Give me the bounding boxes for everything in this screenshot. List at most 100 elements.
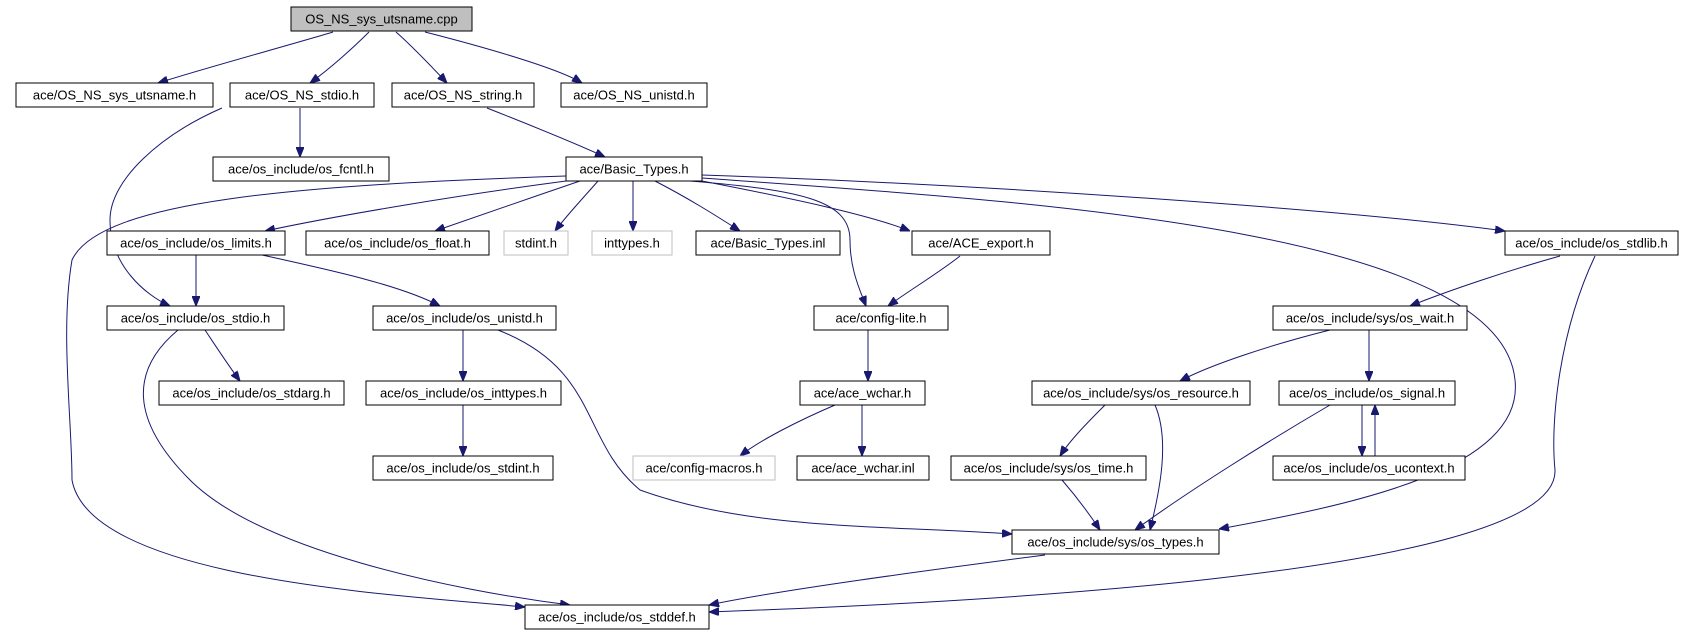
node-n_os_unistd[interactable]: ace/os_include/os_unistd.h bbox=[372, 305, 557, 331]
node-n_os_fcntl[interactable]: ace/os_include/os_fcntl.h bbox=[212, 156, 390, 182]
node-n_sys_resource[interactable]: ace/os_include/sys/os_resource.h bbox=[1031, 380, 1251, 406]
nodes-layer: OS_NS_sys_utsname.cpp ace/OS_NS_sys_utsna… bbox=[15, 6, 1679, 630]
edge-n_basic_types-to-n_os_stdlib bbox=[701, 174, 1505, 231]
node-n_basic_types_inl[interactable]: ace/Basic_Types.inl bbox=[695, 230, 841, 256]
node-box bbox=[524, 604, 710, 630]
node-n_sys_wait[interactable]: ace/os_include/sys/os_wait.h bbox=[1272, 305, 1468, 331]
node-label: ace/Basic_Types.h bbox=[579, 162, 688, 177]
node-n_ace_wchar_inl[interactable]: ace/ace_wchar.inl bbox=[796, 455, 930, 481]
node-label: ace/os_include/os_limits.h bbox=[120, 236, 272, 251]
node-box bbox=[1278, 380, 1456, 406]
edge-n_ace_wchar-to-n_config_macros bbox=[740, 404, 836, 456]
edge-n_os_limits-to-n_os_unistd bbox=[261, 254, 440, 306]
edge-n_os_stdlib-to-n_os_stddef bbox=[709, 255, 1596, 612]
node-box bbox=[950, 455, 1147, 481]
node-label: ace/os_include/os_stdlib.h bbox=[1515, 236, 1668, 251]
node-box bbox=[229, 82, 375, 108]
edge-n_ns_stdio-to-n_os_stdio bbox=[109, 107, 223, 306]
node-box bbox=[813, 305, 949, 331]
edge-n_basic_types-to-n_os_float bbox=[435, 180, 581, 231]
node-label: ace/config-lite.h bbox=[835, 311, 926, 326]
node-n_os_stdio[interactable]: ace/os_include/os_stdio.h bbox=[106, 305, 285, 331]
node-box bbox=[365, 380, 562, 406]
node-box bbox=[372, 455, 554, 481]
edge-root-to-n_ns_string bbox=[395, 31, 447, 83]
node-box bbox=[632, 455, 776, 481]
node-n_os_signal[interactable]: ace/os_include/os_signal.h bbox=[1278, 380, 1456, 406]
node-n_os_float[interactable]: ace/os_include/os_float.h bbox=[305, 230, 490, 256]
node-box bbox=[1504, 230, 1679, 256]
node-n_inttypes: inttypes.h bbox=[591, 230, 673, 256]
edge-n_os_stdio-to-n_os_stdarg bbox=[204, 329, 240, 381]
node-label: ace/OS_NS_unistd.h bbox=[573, 88, 694, 103]
node-label: ace/ACE_export.h bbox=[928, 236, 1034, 251]
edge-n_ns_string-to-n_basic_types bbox=[486, 107, 605, 157]
edges-layer bbox=[66, 31, 1596, 612]
edge-n_os_signal-to-n_sys_types bbox=[1135, 404, 1331, 530]
node-box bbox=[158, 380, 345, 406]
node-box bbox=[695, 230, 841, 256]
node-label: ace/os_include/os_inttypes.h bbox=[380, 386, 547, 401]
node-label: ace/os_include/os_stdint.h bbox=[386, 461, 539, 476]
edge-n_basic_types-to-n_stdint bbox=[555, 180, 599, 231]
node-n_ace_export[interactable]: ace/ACE_export.h bbox=[911, 230, 1051, 256]
node-box bbox=[212, 156, 390, 182]
node-n_sys_utsname[interactable]: ace/OS_NS_sys_utsname.h bbox=[15, 82, 214, 108]
edge-n_ace_export-to-n_config_lite bbox=[888, 255, 961, 306]
node-n_config_lite[interactable]: ace/config-lite.h bbox=[813, 305, 949, 331]
edge-root-to-n_sys_utsname bbox=[158, 31, 334, 83]
edge-n_basic_types-to-n_sys_types bbox=[701, 177, 1516, 529]
node-n_ns_string[interactable]: ace/OS_NS_string.h bbox=[391, 82, 535, 108]
node-box bbox=[503, 230, 569, 256]
node-n_os_stdint[interactable]: ace/os_include/os_stdint.h bbox=[372, 455, 554, 481]
node-n_os_stdarg[interactable]: ace/os_include/os_stdarg.h bbox=[158, 380, 345, 406]
node-label: ace/ace_wchar.h bbox=[814, 386, 912, 401]
node-label: ace/OS_NS_sys_utsname.h bbox=[33, 88, 196, 103]
node-n_os_limits[interactable]: ace/os_include/os_limits.h bbox=[106, 230, 286, 256]
node-label: ace/config-macros.h bbox=[645, 461, 762, 476]
node-n_os_stdlib[interactable]: ace/os_include/os_stdlib.h bbox=[1504, 230, 1679, 256]
node-label: OS_NS_sys_utsname.cpp bbox=[305, 12, 457, 27]
node-n_os_ucontext[interactable]: ace/os_include/os_ucontext.h bbox=[1272, 455, 1466, 481]
node-root[interactable]: OS_NS_sys_utsname.cpp bbox=[290, 6, 473, 32]
node-n_ns_unistd[interactable]: ace/OS_NS_unistd.h bbox=[560, 82, 708, 108]
node-box bbox=[1011, 529, 1220, 555]
node-box bbox=[106, 230, 286, 256]
node-n_sys_time[interactable]: ace/os_include/sys/os_time.h bbox=[950, 455, 1147, 481]
edge-n_sys_resource-to-n_sys_types bbox=[1150, 404, 1164, 530]
edge-n_os_stdlib-to-n_sys_wait bbox=[1410, 255, 1561, 306]
node-label: stdint.h bbox=[515, 236, 557, 251]
node-box bbox=[106, 305, 285, 331]
node-label: ace/os_include/os_stdio.h bbox=[121, 311, 271, 326]
node-box bbox=[305, 230, 490, 256]
node-box bbox=[290, 6, 473, 32]
node-label: ace/os_include/os_signal.h bbox=[1289, 386, 1445, 401]
edge-n_basic_types-to-n_basic_types_inl bbox=[654, 180, 740, 231]
node-n_basic_types[interactable]: ace/Basic_Types.h bbox=[565, 156, 703, 182]
node-label: ace/os_include/os_ucontext.h bbox=[1283, 461, 1454, 476]
node-n_ns_stdio[interactable]: ace/OS_NS_stdio.h bbox=[229, 82, 375, 108]
edge-n_sys_resource-to-n_sys_time bbox=[1060, 404, 1106, 456]
node-box bbox=[796, 455, 930, 481]
node-label: ace/os_include/sys/os_types.h bbox=[1027, 535, 1203, 550]
node-label: ace/OS_NS_stdio.h bbox=[245, 88, 359, 103]
node-box bbox=[372, 305, 557, 331]
node-n_stdint: stdint.h bbox=[503, 230, 569, 256]
node-label: ace/os_include/os_stdarg.h bbox=[172, 386, 330, 401]
node-label: ace/os_include/sys/os_resource.h bbox=[1043, 386, 1239, 401]
edge-n_sys_time-to-n_sys_types bbox=[1061, 479, 1100, 530]
edge-n_basic_types-to-n_os_stddef bbox=[66, 175, 567, 607]
node-box bbox=[591, 230, 673, 256]
node-n_os_stddef[interactable]: ace/os_include/os_stddef.h bbox=[524, 604, 710, 630]
edge-n_sys_wait-to-n_sys_resource bbox=[1180, 329, 1331, 381]
node-box bbox=[565, 156, 703, 182]
node-label: ace/os_include/os_stddef.h bbox=[538, 610, 696, 625]
node-n_os_inttypes[interactable]: ace/os_include/os_inttypes.h bbox=[365, 380, 562, 406]
edge-root-to-n_ns_stdio bbox=[310, 31, 370, 83]
edge-root-to-n_ns_unistd bbox=[424, 31, 582, 83]
node-n_ace_wchar[interactable]: ace/ace_wchar.h bbox=[799, 380, 926, 406]
edge-n_basic_types-to-n_config_lite bbox=[689, 180, 866, 306]
node-box bbox=[799, 380, 926, 406]
node-n_sys_types[interactable]: ace/os_include/sys/os_types.h bbox=[1011, 529, 1220, 555]
